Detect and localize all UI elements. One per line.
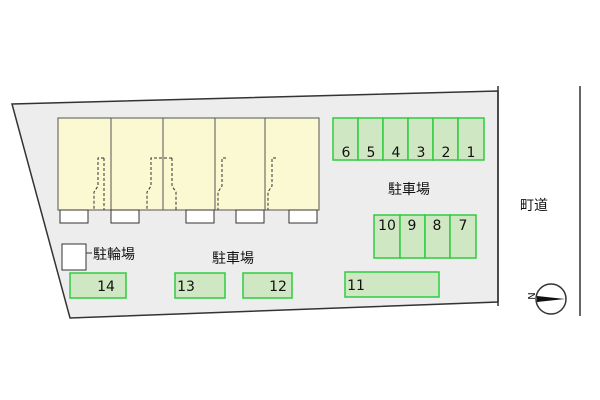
parking-space bbox=[382, 117, 409, 161]
parking-space-number: 13 bbox=[177, 279, 195, 295]
parking-space bbox=[242, 272, 293, 299]
parking-space-number: 4 bbox=[392, 145, 401, 161]
parking-space-number: 2 bbox=[442, 145, 451, 161]
entrance-step bbox=[235, 209, 265, 224]
parking-row-top-labels: 6 5 4 3 2 1 bbox=[342, 145, 476, 161]
parking-space-number: 11 bbox=[347, 278, 365, 294]
interior-outlines bbox=[93, 157, 276, 210]
parking-space-number: 14 bbox=[97, 279, 115, 295]
bicycle-parking-box bbox=[61, 243, 87, 271]
entrance-step bbox=[288, 209, 318, 224]
parking-space-number: 7 bbox=[459, 218, 468, 234]
north-mark: N bbox=[527, 292, 538, 299]
parking-space bbox=[424, 214, 451, 259]
parking-space bbox=[344, 271, 440, 298]
parking-space bbox=[69, 272, 127, 299]
parking-space-number: 3 bbox=[417, 145, 426, 161]
parking-space-number: 8 bbox=[433, 218, 442, 234]
parking-row-middle-labels: 10 9 8 7 bbox=[378, 218, 467, 234]
parking-row-top bbox=[332, 117, 485, 161]
entrance-step bbox=[185, 209, 215, 224]
parking-area-label-right: 駐車場 bbox=[388, 181, 430, 198]
entrance-steps bbox=[59, 209, 318, 224]
building-unit bbox=[57, 117, 112, 211]
interior-outline bbox=[93, 157, 105, 210]
parking-space-number: 6 bbox=[342, 145, 351, 161]
parking-space-number: 12 bbox=[269, 279, 287, 295]
parking-space bbox=[332, 117, 359, 161]
parking-row-bottom-labels: 14 13 12 11 bbox=[97, 278, 365, 295]
interior-outline bbox=[146, 157, 177, 210]
parking-space bbox=[174, 272, 226, 299]
building bbox=[57, 117, 320, 211]
building-unit bbox=[264, 117, 320, 211]
parking-row-middle bbox=[373, 214, 477, 259]
building-unit bbox=[162, 117, 216, 211]
entrance-step bbox=[59, 209, 89, 224]
interior-outline bbox=[267, 157, 276, 210]
parking-space bbox=[432, 117, 459, 161]
parking-space-number: 9 bbox=[408, 218, 417, 234]
parking-space bbox=[373, 214, 401, 259]
parking-space bbox=[457, 117, 485, 161]
parking-row-bottom bbox=[69, 271, 440, 299]
compass-icon: N bbox=[527, 283, 567, 315]
entrance-step bbox=[110, 209, 140, 224]
interior-outline bbox=[217, 157, 226, 210]
parking-area-label-left: 駐車場 bbox=[212, 250, 254, 267]
building-unit bbox=[214, 117, 266, 211]
parking-space-number: 10 bbox=[378, 218, 396, 234]
parking-space bbox=[449, 214, 477, 259]
parking-space-number: 5 bbox=[367, 145, 376, 161]
building-unit bbox=[110, 117, 164, 211]
parking-space bbox=[357, 117, 384, 161]
parking-space-number: 1 bbox=[467, 145, 476, 161]
town-road-label: 町道 bbox=[520, 198, 548, 214]
bicycle-parking-label: 駐輪場 bbox=[93, 246, 135, 263]
